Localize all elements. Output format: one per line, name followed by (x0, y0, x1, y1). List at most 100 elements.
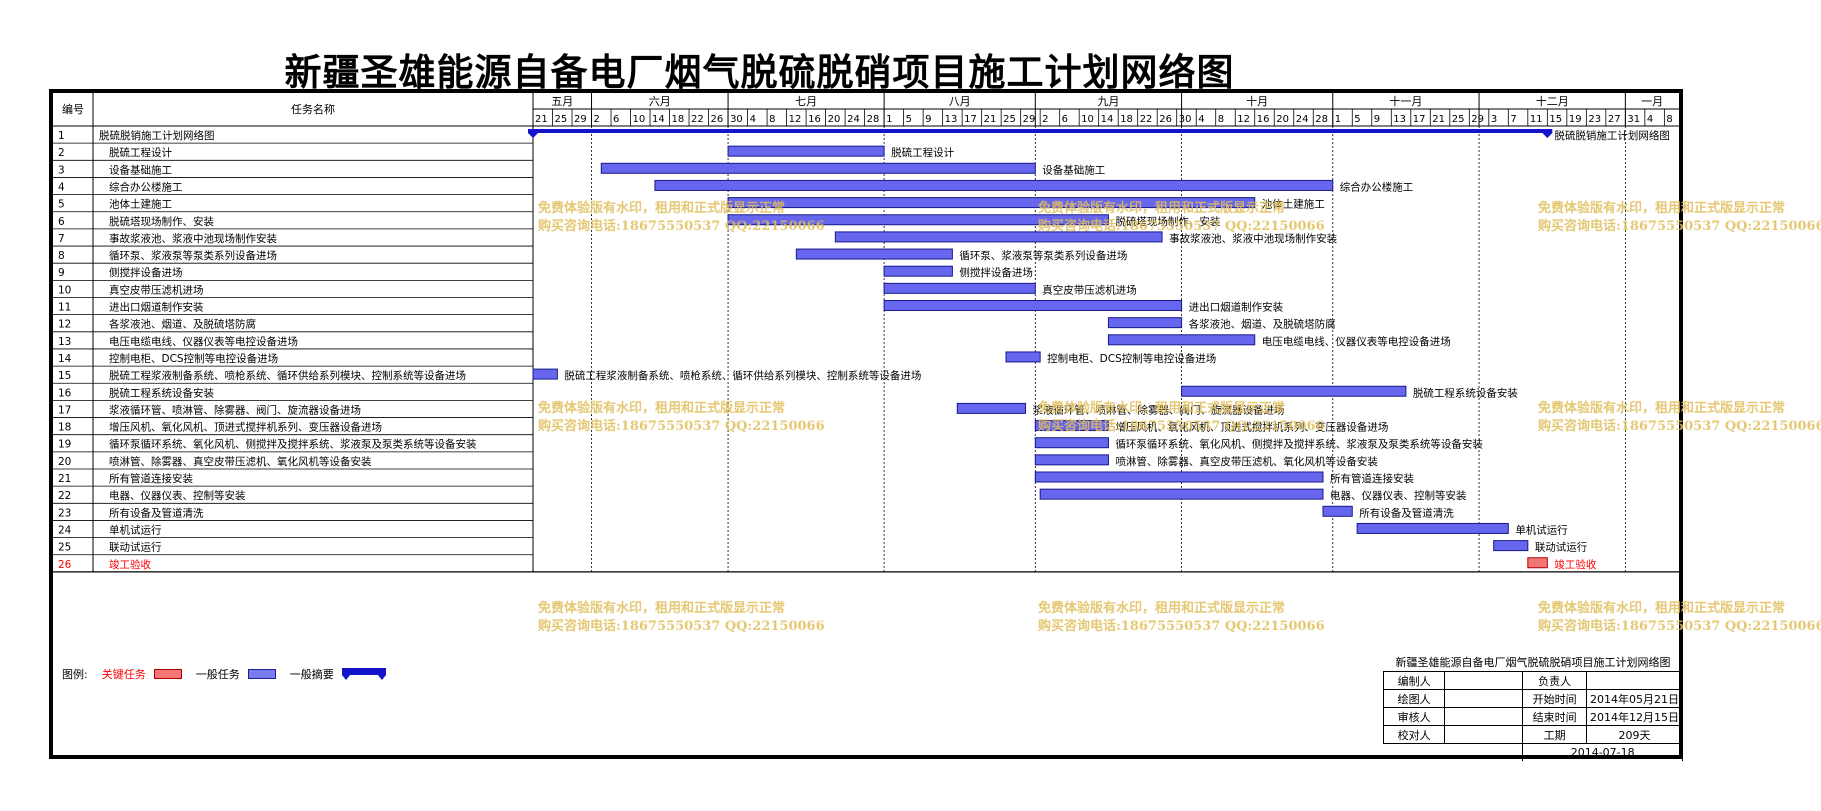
tick-label: 22 (691, 114, 704, 125)
tick-label: 5 (1354, 114, 1360, 125)
task-id: 11 (58, 302, 71, 314)
info-table: 新疆圣雄能源自备电厂烟气脱硫脱硝项目施工计划网络图 编制人 负责人 绘图人 开始… (1382, 653, 1683, 761)
bar-label: 脱硫脱销施工计划网络图 (1554, 129, 1670, 142)
task-bar (1034, 437, 1109, 449)
tick-label: 1 (1335, 114, 1341, 125)
tick-label: 30 (730, 114, 743, 125)
task-name: 侧搅拌设备进场 (109, 266, 183, 279)
info-date: 2014-07-18 (1522, 743, 1683, 761)
task-bar (1107, 317, 1183, 329)
watermark: 免费体验版有水印，租用和正式版显示正常购买咨询电话:18675550537 QQ… (538, 601, 825, 634)
task-bar (956, 402, 1027, 414)
bar-label: 所有设备及管道清洗 (1359, 506, 1454, 519)
bar-label: 脱硫工程系统设备安装 (1413, 386, 1518, 399)
tick-label: 17 (1413, 114, 1426, 125)
month-label: 八月 (949, 95, 971, 108)
task-bar (1322, 505, 1353, 517)
task-name: 竣工验收 (109, 558, 151, 571)
task-id: 3 (58, 164, 65, 176)
task-bar (727, 145, 885, 157)
bar-label: 设备基础施工 (1042, 163, 1105, 176)
task-name: 各浆液池、烟道、及脱硫塔防腐 (109, 318, 256, 331)
tick-label: 15 (1549, 114, 1562, 125)
tick-label: 19 (1569, 114, 1582, 125)
task-id: 5 (58, 199, 65, 211)
info-value: 209天 (1586, 725, 1683, 744)
info-title: 新疆圣雄能源自备电厂烟气脱硫脱硝项目施工计划网络图 (1383, 653, 1683, 672)
legend-normal-swatch (247, 669, 276, 679)
watermark: 免费体验版有水印，租用和正式版显示正常购买咨询电话:18675550537 QQ… (1538, 601, 1821, 634)
info-key: 工期 (1522, 725, 1587, 744)
tick-label: 6 (613, 114, 619, 125)
tick-label: 30 (1179, 114, 1192, 125)
task-bar (883, 300, 1183, 311)
task-name: 电压电缆电线、仪器仪表等电控设备进场 (109, 335, 298, 348)
tick-label: 12 (789, 114, 802, 125)
task-name: 脱硫工程系统设备安装 (109, 386, 214, 399)
tick-label: 12 (1237, 114, 1250, 125)
bar-label: 循环泵、浆液泵等泵类系列设备进场 (959, 249, 1127, 262)
task-bar (1107, 334, 1256, 346)
legend-critical-swatch (153, 669, 182, 679)
task-name: 循环泵循环系统、氧化风机、侧搅拌及搅拌系统、浆液泵及泵类系统等设备安装 (109, 438, 477, 451)
bar-label: 竣工验收 (1554, 558, 1596, 571)
info-value (1444, 707, 1524, 726)
tick-label: 1 (886, 114, 892, 125)
tick-label: 29 (1023, 114, 1036, 125)
bar-label: 综合办公楼施工 (1340, 180, 1414, 193)
tick-label: 28 (867, 114, 880, 125)
task-bar (795, 248, 953, 260)
month-label: 五月 (551, 95, 573, 108)
tick-label: 25 (1003, 114, 1016, 125)
task-bar (727, 197, 1256, 209)
bar-label: 电压电缆电线、仪器仪表等电控设备进场 (1262, 335, 1451, 348)
bar-label: 池体土建施工 (1262, 198, 1325, 211)
tick-label: 25 (1452, 114, 1465, 125)
tick-label: 20 (1276, 114, 1289, 125)
task-name: 喷淋管、除雾器、真空皮带压滤机、氧化风机等设备安装 (109, 455, 372, 468)
watermark: 免费体验版有水印，租用和正式版显示正常购买咨询电话:18675550537 QQ… (1038, 201, 1325, 234)
tick-label: 9 (1374, 114, 1380, 125)
task-bar (1039, 488, 1324, 500)
tick-label: 10 (1081, 114, 1094, 125)
tick-label: 26 (711, 114, 724, 125)
watermark: 免费体验版有水印，租用和正式版显示正常购买咨询电话:18675550537 QQ… (538, 201, 825, 234)
month-label: 一月 (1641, 95, 1663, 108)
month-label: 十二月 (1536, 94, 1569, 108)
bar-label: 循环泵循环系统、氧化风机、侧搅拌及搅拌系统、浆液泵及泵类系统等设备安装 (1115, 438, 1483, 451)
task-name: 所有设备及管道清洗 (109, 506, 204, 519)
task-name: 控制电柜、DCS控制等电控设备进场 (109, 352, 278, 365)
legend-summary-label: 一般摘要 (289, 668, 334, 681)
tick-label: 20 (828, 114, 841, 125)
task-name: 脱硫塔现场制作、安装 (109, 215, 214, 228)
bar-label: 进出口烟道制作安装 (1189, 301, 1284, 314)
task-bar (1034, 420, 1109, 432)
tick-label: 23 (1588, 114, 1601, 125)
bar-label: 脱硫工程设计 (891, 146, 954, 159)
watermark: 免费体验版有水印，租用和正式版显示正常购买咨询电话:18675550537 QQ… (538, 401, 825, 434)
tick-label: 26 (1159, 114, 1172, 125)
month-label: 十月 (1246, 94, 1268, 108)
tick-label: 7 (1510, 114, 1516, 125)
task-id: 8 (58, 250, 65, 262)
tick-label: 21 (1432, 114, 1445, 125)
task-bar (1005, 351, 1041, 363)
info-value (1444, 689, 1524, 708)
task-name: 浆液循环管、喷淋管、除雾器、阀门、旋流器设备进场 (109, 403, 361, 416)
bar-label: 控制电柜、DCS控制等电控设备进场 (1047, 352, 1216, 365)
task-name: 单机试运行 (109, 523, 162, 536)
task-bar (600, 162, 1036, 174)
task-id: 22 (58, 490, 71, 502)
task-name: 脱硫脱销施工计划网络图 (99, 129, 215, 142)
tick-label: 14 (1101, 114, 1114, 125)
task-bar (1034, 471, 1324, 483)
tick-label: 4 (1647, 114, 1653, 125)
watermark: 免费体验版有水印，租用和正式版显示正常购买咨询电话:18675550537 QQ… (1538, 401, 1821, 434)
tick-label: 11 (1530, 114, 1543, 125)
task-bar (883, 282, 1036, 294)
task-name: 进出口烟道制作安装 (109, 301, 204, 314)
tick-label: 28 (1315, 114, 1328, 125)
tick-label: 16 (808, 114, 821, 125)
tick-label: 27 (1608, 114, 1621, 125)
info-key: 审核人 (1382, 707, 1446, 726)
